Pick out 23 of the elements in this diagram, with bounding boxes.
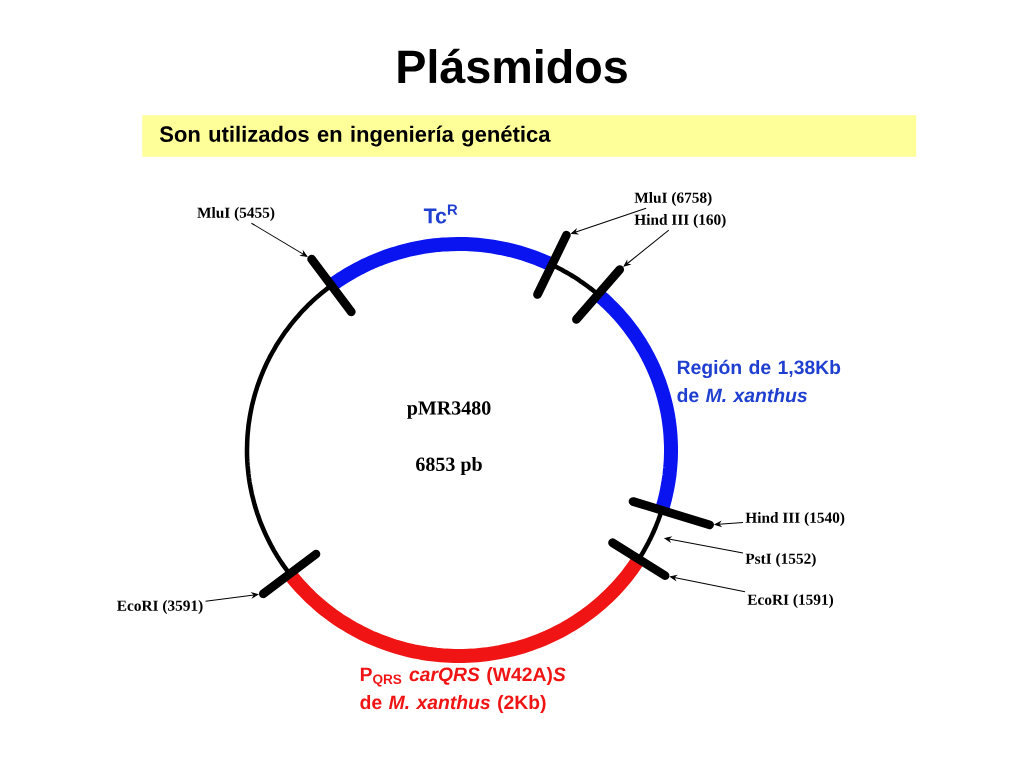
site-label: MluI (5455) bbox=[197, 207, 275, 221]
region-label: Región de 1,38Kb de M. xanthus bbox=[677, 359, 841, 403]
plasmid-size: 6853 pb bbox=[416, 456, 482, 476]
leader-arrow bbox=[250, 222, 308, 257]
leader-arrow bbox=[714, 521, 744, 527]
subtitle-band: Son utilizados en ingeniería genética bbox=[142, 115, 917, 157]
site-label: EcoRI (1591) bbox=[747, 594, 834, 608]
site-label: Hind III (160) bbox=[634, 214, 726, 228]
leader-arrow bbox=[670, 575, 746, 593]
restriction-site-mark bbox=[533, 230, 571, 299]
leader-arrow bbox=[571, 207, 647, 235]
site-label: Hind III (1540) bbox=[745, 512, 845, 526]
site-label: MluI (6758) bbox=[634, 192, 712, 206]
plasmid-name: pMR3480 bbox=[407, 401, 491, 419]
site-label: EcoRI (3591) bbox=[117, 600, 203, 614]
site-label: PstI (1552) bbox=[745, 553, 816, 567]
slide-title: Plásmidos bbox=[398, 48, 627, 84]
plasmid-gene-label: Tc$^{R}$ bbox=[423, 204, 458, 224]
leader-arrow bbox=[664, 536, 744, 554]
plasmid-ring bbox=[244, 237, 678, 663]
leader-arrow bbox=[205, 592, 259, 602]
restriction-site-mark bbox=[628, 497, 714, 530]
leader-arrow bbox=[623, 229, 670, 267]
